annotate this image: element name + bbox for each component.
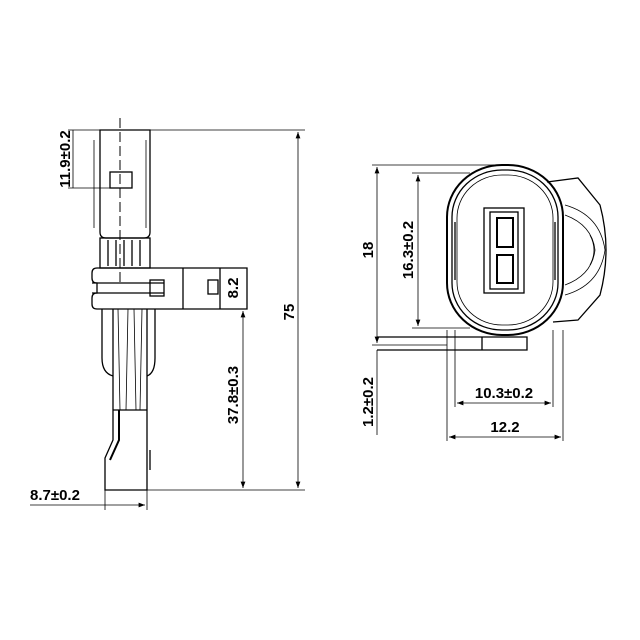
latch <box>109 171 133 189</box>
probe <box>104 308 151 491</box>
probe-housing <box>101 309 156 377</box>
dim-outer-width: 12.2 <box>490 419 519 436</box>
pin-1 <box>496 217 514 248</box>
dim-total-length: 75 <box>281 304 298 321</box>
dim-flange: 8.2 <box>225 278 242 299</box>
dim-tip-width: 8.7±0.2 <box>30 487 80 504</box>
connector-body <box>99 129 151 239</box>
base-tab <box>377 336 528 351</box>
side-view: 75 37.8±0.3 8.2 11.9±0.2 8.7±0.2 <box>30 118 305 510</box>
rear-cap <box>546 177 607 323</box>
pin-2 <box>496 254 514 284</box>
connector-outer-shell <box>446 164 564 336</box>
dim-outer-height: 18 <box>360 242 377 259</box>
neck-ribs <box>99 237 151 269</box>
dim-inner-width: 10.3±0.2 <box>475 385 533 402</box>
dim-top-width: 11.9±0.2 <box>57 130 74 187</box>
dim-inner-height: 16.3±0.2 <box>400 221 417 279</box>
front-view: 18 16.3±0.2 1.2±0.2 10.3±0.2 12.2 <box>360 164 607 441</box>
pin-housing <box>483 207 525 294</box>
dim-probe-length: 37.8±0.3 <box>225 366 242 424</box>
dim-base: 1.2±0.2 <box>360 377 377 427</box>
mounting-flange <box>91 267 248 310</box>
